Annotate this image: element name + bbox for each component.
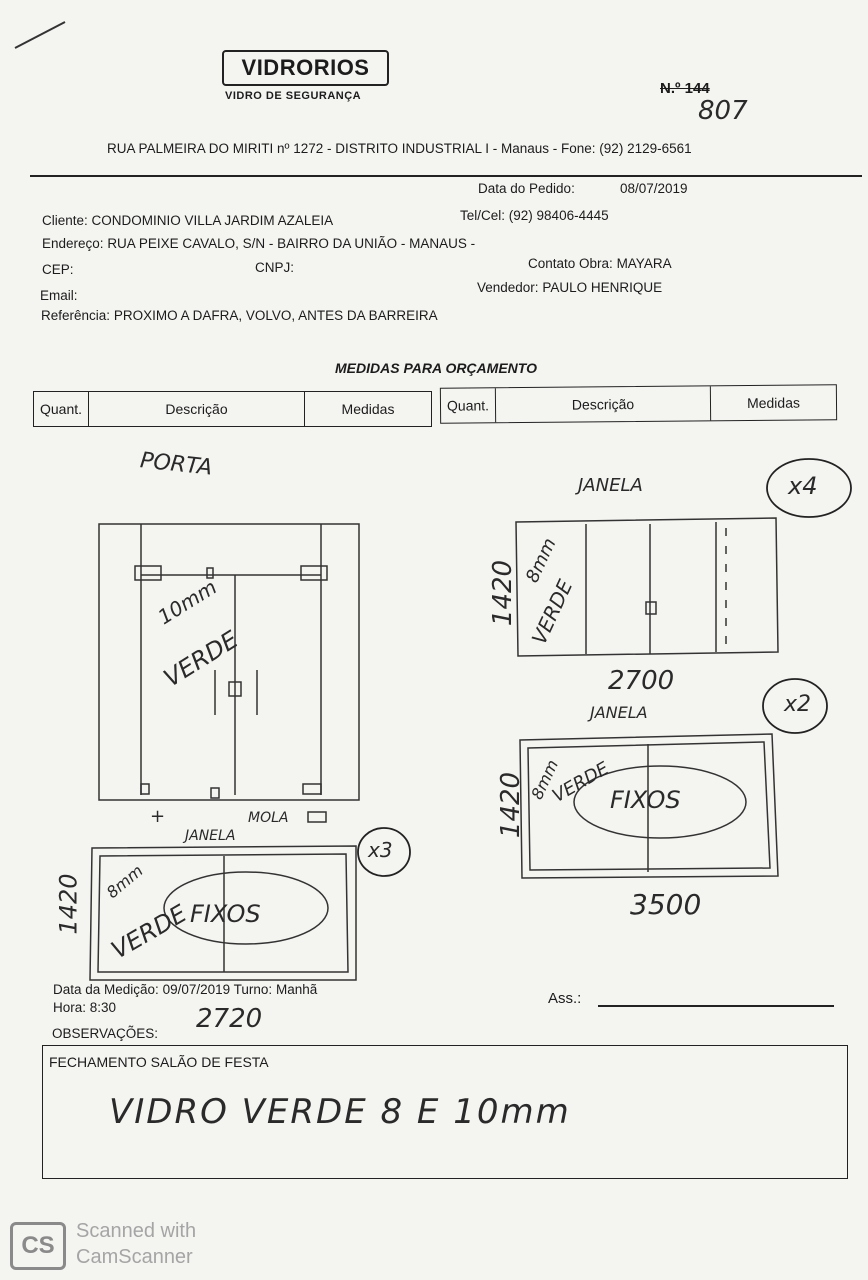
window3-multiplier: x3 — [368, 838, 393, 862]
window2-fixed: FIXOS — [610, 786, 681, 814]
time-label: Hora: — [53, 1000, 87, 1015]
header-qty: Quant. — [440, 388, 497, 423]
reference-label: Referência: — [41, 308, 111, 323]
measurement-date-value: 09/07/2019 — [162, 982, 231, 997]
pen-mark — [14, 21, 66, 49]
watermark-line1: Scanned with — [76, 1220, 197, 1242]
window3-fixed: FIXOS — [190, 900, 261, 928]
header-description: Descrição — [89, 392, 305, 426]
contact-label: Contato Obra: — [528, 256, 613, 271]
window3-sketch — [89, 845, 357, 981]
shift-value: Manhã — [275, 982, 318, 997]
address-label: Endereço: — [42, 236, 104, 251]
company-address: RUA PALMEIRA DO MIRITI nº 1272 - DISTRIT… — [107, 141, 692, 156]
camscanner-logo: CS — [10, 1222, 66, 1270]
door-label: PORTA — [138, 448, 214, 481]
window3-width: 2720 — [196, 1004, 263, 1034]
observations-handwritten: VIDRO VERDE 8 E 10mm — [109, 1092, 571, 1132]
company-tagline: VIDRO DE SEGURANÇA — [225, 90, 362, 102]
measurement-date-label: Data da Medição: — [53, 982, 159, 997]
observations-label: OBSERVAÇÕES: — [52, 1026, 159, 1041]
seller-value: PAULO HENRIQUE — [542, 280, 663, 295]
form-number-handwritten: 807 — [698, 96, 748, 126]
header-divider — [30, 175, 862, 177]
header-measures: Medidas — [341, 401, 395, 417]
header-description: Descrição — [495, 386, 712, 423]
window1-height: 1420 — [488, 559, 519, 627]
phone-label: Tel/Cel: — [460, 208, 506, 223]
cep-label: CEP: — [42, 262, 74, 277]
window1-width: 2700 — [608, 666, 675, 696]
header-measures: Medidas — [746, 394, 801, 412]
signature-label: Ass.: — [548, 990, 582, 1007]
table-header-left: Quant. Descrição Medidas — [33, 391, 432, 427]
table-header-right: Quant. Descrição Medidas — [439, 384, 838, 424]
window1-multiplier: x4 — [788, 472, 818, 500]
observations-typed: FECHAMENTO SALÃO DE FESTA — [49, 1054, 269, 1070]
order-date-value: 08/07/2019 — [620, 181, 688, 196]
time-value: 8:30 — [89, 1000, 117, 1015]
window2-height: 1420 — [496, 771, 527, 839]
reference-value: PROXIMO A DAFRA, VOLVO, ANTES DA BARREIR… — [113, 308, 438, 323]
seller-label: Vendedor: — [477, 280, 539, 295]
window3-height: 1420 — [54, 873, 83, 935]
company-logo: VIDRORIOS — [222, 50, 389, 86]
order-date-label: Data do Pedido: — [478, 181, 575, 196]
window3-multiplier-circle — [357, 827, 411, 877]
shift-label: Turno: — [233, 982, 273, 997]
watermark-line2: CamScanner — [76, 1246, 193, 1268]
form-number: N.º 144 — [660, 80, 710, 97]
window1-sketch — [515, 517, 779, 657]
signature-line — [598, 1005, 834, 1007]
cnpj-label: CNPJ: — [255, 260, 295, 275]
mola-icon — [307, 811, 327, 823]
phone-value: (92) 98406-4445 — [508, 208, 609, 223]
email-label: Email: — [40, 288, 78, 303]
section-title: MEDIDAS PARA ORÇAMENTO — [335, 360, 537, 376]
address-value: RUA PEIXE CAVALO, S/N - BAIRRO DA UNIÃO … — [107, 236, 476, 251]
door-sketch — [98, 523, 360, 801]
window2-sketch — [519, 733, 779, 879]
window2-width: 3500 — [630, 888, 702, 921]
header-qty: Quant. — [34, 392, 89, 426]
window1-multiplier-circle — [766, 458, 852, 518]
window2-multiplier: x2 — [784, 692, 812, 717]
client-value: CONDOMINIO VILLA JARDIM AZALEIA — [91, 213, 334, 228]
client-label: Cliente: — [42, 213, 88, 228]
window2-label: JANELA — [590, 703, 648, 722]
contact-value: MAYARA — [616, 256, 672, 271]
observations-box: FECHAMENTO SALÃO DE FESTA VIDRO VERDE 8 … — [42, 1045, 848, 1179]
window2-multiplier-circle — [762, 678, 828, 734]
window1-label: JANELA — [578, 475, 643, 496]
door-mola-label: MOLA — [248, 810, 289, 826]
window3-label: JANELA — [185, 828, 236, 844]
plus-mark: + — [150, 806, 166, 827]
